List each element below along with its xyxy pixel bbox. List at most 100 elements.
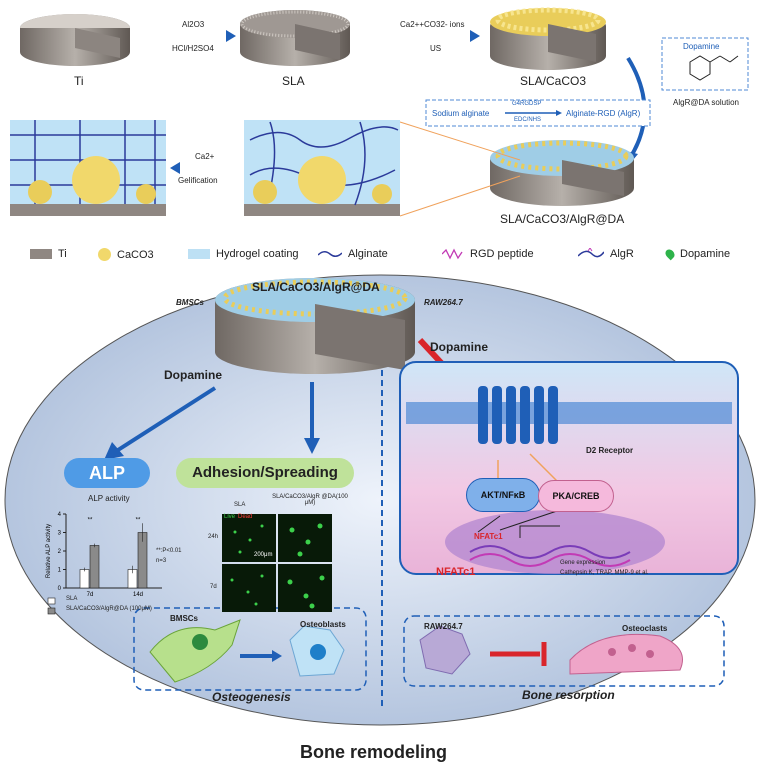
akt-pill: AKT/NFκB [466, 478, 540, 512]
dopamine-box-label: Dopamine [683, 42, 720, 51]
reaction-right-label: Alginate-RGD (AlgR) [566, 109, 641, 118]
alp-note2: n=3 [156, 558, 167, 564]
algr-da-solution-label: AlgR@DA solution [673, 98, 739, 107]
sla-label: SLA [282, 74, 305, 88]
alp-ytick-label: 3 [58, 531, 62, 537]
sla-caco3-label: SLA/CaCO3 [520, 74, 587, 88]
d2-receptor-label: D2 Receptor [586, 446, 634, 455]
bottom-scheme-graphics [4, 274, 756, 726]
legend-alginate: Alginate [318, 248, 388, 260]
alp-category-label: 14d [133, 592, 143, 598]
gene-expr-label: Gene expression [560, 560, 606, 566]
micro-col2: SLA/CaCO3/AlgR @DA(100 μM) [272, 494, 348, 506]
bmscs-cell-label: BMSCs [170, 614, 199, 623]
arrow-sla-to-caco3 [400, 30, 480, 42]
pka-pill: PKA/CREB [538, 480, 614, 512]
osteogenesis-label: Osteogenesis [212, 690, 291, 704]
alp-ytick-label: 0 [58, 586, 62, 592]
final-label: SLA/CaCO3/AlgR@DA [500, 212, 625, 226]
dopamine-structure-icon [689, 55, 739, 81]
osteoclasts-label: Osteoclasts [622, 624, 668, 633]
sla-caco3-disk-icon [490, 7, 606, 70]
hydrogel-icon [188, 249, 210, 259]
top-scheme-graphics [10, 7, 749, 217]
reaction-top-label: G4RGDSP [512, 101, 542, 107]
gel-top-label: Ca2+ [195, 152, 215, 161]
arrow-bmsc-to-osteoblast [240, 650, 282, 662]
implant-disk-icon [215, 278, 415, 374]
gene-list-label: Cathepsin K, TRAP, MMP-9 et al. [560, 570, 649, 576]
arrow1-top-label: Al2O3 [182, 20, 205, 29]
raw-cell-label: RAW264.7 [424, 622, 463, 631]
reaction-left-label: Sodium alginate [432, 109, 490, 118]
osteoblast-cell-icon [289, 625, 345, 677]
micro-scale: 200μm [254, 552, 273, 558]
adhesion-pill: Adhesion/Spreading [176, 458, 354, 488]
osteoblasts-label: Osteoblasts [300, 620, 346, 629]
arrow-to-alp [104, 386, 217, 460]
alp-bar [89, 545, 100, 589]
legend-rgd: RGD peptide [442, 248, 534, 260]
bone-remodeling-label: Bone remodeling [300, 742, 448, 762]
legend-ti: Ti [30, 248, 67, 260]
alp-legend-sla: SLA [66, 596, 78, 602]
osteoclast-cell-icon [569, 633, 683, 675]
micro-row2: 7d [210, 584, 217, 590]
arrow2-bottom-label: US [430, 44, 442, 53]
alp-legend-treated: SLA/CaCO3/AlgR@DA (100μM) [66, 606, 152, 612]
micro-row1: 24h [208, 534, 219, 540]
alp-legend-swatch [47, 607, 56, 615]
legend-dopamine: Dopamine [663, 247, 730, 261]
ti-block-icon [30, 249, 52, 259]
rgd-peptide-icon [442, 248, 463, 260]
arrow1-bottom-label: HCl/H2SO4 [172, 44, 214, 53]
hydrogel-panel-left [10, 120, 166, 216]
algr-icon [578, 248, 604, 258]
implant-title: SLA/CaCO3/AlgR@DA [252, 280, 380, 294]
nfatc1-b-label: NFATc1 [436, 566, 476, 578]
ti-disk-icon [20, 14, 130, 66]
legend-hydrogel: Hydrogel coating [188, 248, 299, 260]
alp-ytick-label: 2 [58, 549, 62, 555]
hydrogel-panel-right [244, 120, 400, 216]
caco3-sphere-icon [98, 248, 111, 261]
alp-pill: ALP [64, 458, 150, 488]
bmscs-tag: BMSCs [176, 298, 205, 307]
legend-caco3: CaCO3 [98, 248, 154, 261]
microscopy-grid [222, 514, 332, 612]
reaction-bottom-label: EDC/NHS [514, 117, 542, 123]
alp-significance: ** [136, 517, 141, 523]
dopamine-right-label: Dopamine [430, 340, 489, 354]
final-disk-icon [490, 140, 634, 206]
alp-significance: ** [88, 517, 93, 523]
osteoclast-cell-graphic [399, 361, 739, 575]
sla-disk-icon [240, 10, 350, 66]
raw-tag: RAW264.7 [424, 298, 463, 307]
bmsc-cell-icon [149, 619, 241, 683]
gel-bottom-label: Gelification [178, 176, 218, 185]
arrow-gelification [170, 162, 238, 174]
micro-dead: Dead [238, 514, 253, 520]
inhibit-arrow-icon [490, 642, 547, 666]
alp-ytick-label: 4 [58, 512, 62, 518]
alp-ytick-label: 1 [58, 568, 62, 574]
dopamine-drop-icon [663, 247, 677, 261]
dopamine-left-label: Dopamine [164, 368, 223, 382]
alginate-line-icon [318, 251, 342, 257]
alp-bar [79, 569, 90, 589]
ti-label: Ti [74, 74, 84, 88]
micro-live: Live [224, 514, 236, 520]
legend-algr: AlgR [578, 248, 634, 260]
bone-resorption-label: Bone resorption [522, 688, 615, 702]
alp-chart-title: ALP activity [88, 494, 130, 503]
arrow-to-adhesion [304, 382, 320, 454]
raw-cell-icon [419, 625, 471, 675]
alp-category-label: 7d [87, 592, 94, 598]
alp-note1: **:P<0.01 [156, 548, 182, 554]
alp-legend-swatch [47, 597, 56, 605]
alp-ylabel: Relative ALP activity [46, 524, 52, 578]
arrow2-top-label: Ca2++CO32- ions [400, 20, 465, 29]
micro-col1: SLA [234, 502, 246, 508]
arrow-ti-to-sla [170, 30, 236, 42]
